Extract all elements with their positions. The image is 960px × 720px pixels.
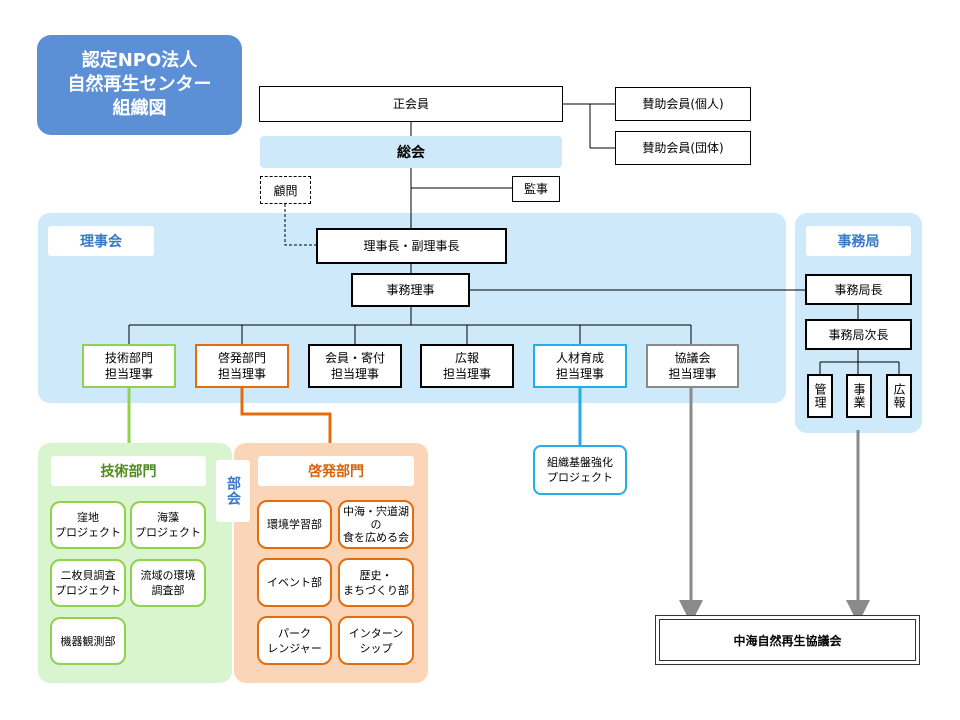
edu-park-ranger-line2: レンジャー [267, 641, 322, 655]
tech-project-watershed-line2: 調査部 [151, 584, 185, 597]
tech-dept-label: 技術部門 [51, 456, 206, 486]
secretariat-label-text: 事務局 [837, 234, 880, 250]
tech-instrument-observation-label: 機器観測部 [60, 634, 116, 648]
hr-capacity-project-line1: 組織基盤強化 [547, 456, 613, 469]
tech-instrument-observation: 機器観測部 [50, 617, 126, 665]
title-line1: 認定NPO法人 [81, 50, 198, 71]
director-pr: 広報 担当理事 [420, 344, 514, 388]
director-membership-line2: 担当理事 [330, 367, 379, 381]
tech-project-kubochi-line1: 窪地 [77, 511, 99, 524]
supporting-individual-label: 賛助会員(個人) [642, 97, 724, 111]
edu-environmental-learning: 環境学習部 [257, 500, 332, 549]
edu-food-promotion: 中海・宍道湖 の 食を広める会 [338, 500, 414, 549]
supporting-individual-box: 賛助会員(個人) [615, 87, 751, 121]
edu-internship: インターン シップ [338, 616, 414, 665]
title-line3: 組織図 [112, 98, 167, 119]
tech-project-seaweed-line2: プロジェクト [135, 526, 201, 539]
tech-project-bivalve: 二枚貝調査 プロジェクト [50, 559, 126, 607]
title-line2: 自然再生センター [67, 74, 212, 95]
council-label: 中海自然再生協議会 [733, 633, 842, 648]
edu-dept-label-text: 啓発部門 [308, 464, 364, 480]
tech-project-kubochi-line2: プロジェクト [55, 526, 121, 539]
tech-dept-label-text: 技術部門 [100, 464, 157, 480]
supporting-group-label: 賛助会員(団体) [642, 141, 724, 155]
advisor-box: 顧問 [260, 176, 311, 204]
secretariat-deputy-box: 事務局次長 [805, 319, 912, 350]
secretariat-head-box: 事務局長 [805, 274, 912, 305]
director-hr-line2: 担当理事 [555, 367, 604, 381]
tech-project-seaweed: 海藻 プロジェクト [130, 501, 206, 549]
edu-food-promotion-line1: 中海・宍道湖 [343, 505, 409, 518]
chair-box: 理事長・副理事長 [316, 228, 507, 264]
edu-dept-label: 啓発部門 [258, 456, 414, 486]
secretariat-unit-pr-label: 広報 [892, 383, 906, 409]
director-pr-line2: 担当理事 [442, 367, 491, 381]
hr-capacity-project-line2: プロジェクト [547, 471, 613, 484]
executive-director-label: 事務理事 [386, 283, 435, 297]
tech-project-kubochi: 窪地 プロジェクト [50, 501, 126, 549]
director-council-line1: 協議会 [674, 351, 711, 365]
tech-project-bivalve-line1: 二枚貝調査 [60, 569, 116, 582]
edu-internship-line2: シップ [359, 641, 393, 655]
edu-park-ranger: パーク レンジャー [257, 616, 332, 665]
committees-label-text: 部会 [225, 476, 241, 506]
regular-member-label: 正会員 [392, 97, 429, 111]
edu-history-town: 歴史・ まちづくり部 [338, 558, 414, 607]
chart-title: 認定NPO法人 自然再生センター 組織図 [37, 35, 242, 135]
edu-park-ranger-line1: パーク [278, 626, 311, 640]
council-inner-border [659, 619, 916, 661]
edu-history-town-line1: 歴史・ [359, 568, 393, 582]
director-tech-line2: 担当理事 [104, 367, 153, 381]
tech-project-watershed: 流域の環境 調査部 [130, 559, 206, 607]
committees-label: 部会 [216, 460, 250, 522]
director-edu: 啓発部門 担当理事 [195, 344, 289, 388]
council-box: 中海自然再生協議会 [655, 615, 920, 665]
edu-food-promotion-line2: の [370, 518, 382, 531]
auditor-box: 監事 [512, 176, 560, 202]
director-edu-line1: 啓発部門 [217, 351, 266, 365]
edu-internship-line1: インターン [348, 626, 404, 640]
director-membership-line1: 会員・寄付 [324, 351, 385, 365]
director-tech-line1: 技術部門 [104, 351, 153, 365]
edu-events-label: イベント部 [267, 576, 322, 589]
hr-capacity-project: 組織基盤強化 プロジェクト [533, 445, 627, 495]
board-label: 理事会 [48, 226, 154, 256]
director-edu-line2: 担当理事 [217, 367, 266, 381]
edu-environmental-learning-label: 環境学習部 [267, 518, 322, 531]
general-assembly-label: 総会 [397, 145, 425, 161]
secretariat-head-label: 事務局長 [834, 282, 883, 297]
secretariat-unit-admin-label: 管理 [813, 383, 827, 409]
advisor-label: 顧問 [273, 183, 298, 198]
director-membership: 会員・寄付 担当理事 [308, 344, 402, 388]
director-pr-line1: 広報 [454, 351, 479, 365]
secretariat-unit-projects: 事業 [846, 374, 872, 418]
director-council-line2: 担当理事 [668, 367, 717, 381]
board-label-text: 理事会 [80, 234, 122, 250]
secretariat-unit-pr: 広報 [886, 374, 912, 418]
tech-project-seaweed-line1: 海藻 [157, 511, 179, 524]
secretariat-label: 事務局 [806, 226, 911, 256]
executive-director-box: 事務理事 [351, 273, 470, 307]
edu-food-promotion-line3: 食を広める会 [343, 531, 409, 544]
auditor-label: 監事 [523, 182, 548, 196]
regular-member-box: 正会員 [259, 86, 563, 122]
chair-label: 理事長・副理事長 [363, 239, 460, 253]
tech-project-watershed-line1: 流域の環境 [140, 569, 196, 582]
secretariat-unit-admin: 管理 [807, 374, 833, 418]
director-council: 協議会 担当理事 [646, 344, 739, 388]
general-assembly: 総会 [260, 136, 562, 168]
tech-project-bivalve-line2: プロジェクト [55, 584, 121, 597]
supporting-group-box: 賛助会員(団体) [615, 131, 751, 165]
director-hr: 人材育成 担当理事 [533, 344, 627, 388]
director-hr-line1: 人材育成 [555, 351, 604, 365]
secretariat-deputy-label: 事務局次長 [828, 327, 889, 342]
edu-history-town-line2: まちづくり部 [343, 583, 409, 597]
director-tech: 技術部門 担当理事 [82, 344, 176, 388]
secretariat-unit-projects-label: 事業 [852, 383, 866, 409]
edu-events: イベント部 [257, 558, 332, 607]
